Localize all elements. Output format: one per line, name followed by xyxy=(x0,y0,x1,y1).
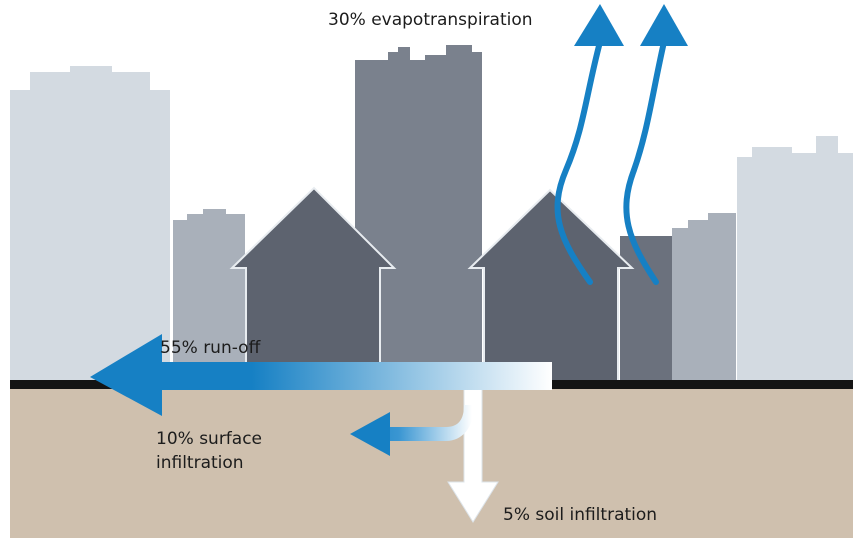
evapotranspiration-label: 30% evapotranspiration xyxy=(328,10,533,30)
down-arrow-icon xyxy=(447,387,499,523)
run-off-label: 55% run-off xyxy=(160,338,261,358)
building-left-light xyxy=(10,66,170,384)
building-right-mid xyxy=(672,213,736,384)
arrowhead-up-icon xyxy=(640,4,688,46)
surface-infiltration-label-line2: infiltration xyxy=(156,453,244,473)
soil-infiltration-arrow xyxy=(447,387,499,523)
wavy-up-arrow-icon xyxy=(623,39,667,285)
runoff-arrow xyxy=(90,334,552,416)
building-right-dark xyxy=(620,236,672,384)
surface-arrowhead-icon xyxy=(350,412,390,456)
wavy-up-arrow-icon xyxy=(554,39,603,285)
surface-infiltration-label: 10% surface infiltration xyxy=(156,427,262,475)
surface-arrow-shaft xyxy=(382,405,474,441)
arrowhead-up-icon xyxy=(574,4,624,46)
house-left xyxy=(229,186,397,385)
house-right xyxy=(467,188,635,385)
left-arrow-icon xyxy=(90,334,552,416)
evaporation-arrows xyxy=(554,4,688,285)
building-tower xyxy=(355,45,482,384)
building-right-light xyxy=(737,136,853,384)
surface-infiltration-arrow xyxy=(350,405,474,456)
soil-infiltration-label: 5% soil infiltration xyxy=(503,505,658,525)
surface-infiltration-label-line1: 10% surface xyxy=(156,429,263,449)
ground xyxy=(10,388,853,538)
building-left-mid xyxy=(173,209,245,384)
